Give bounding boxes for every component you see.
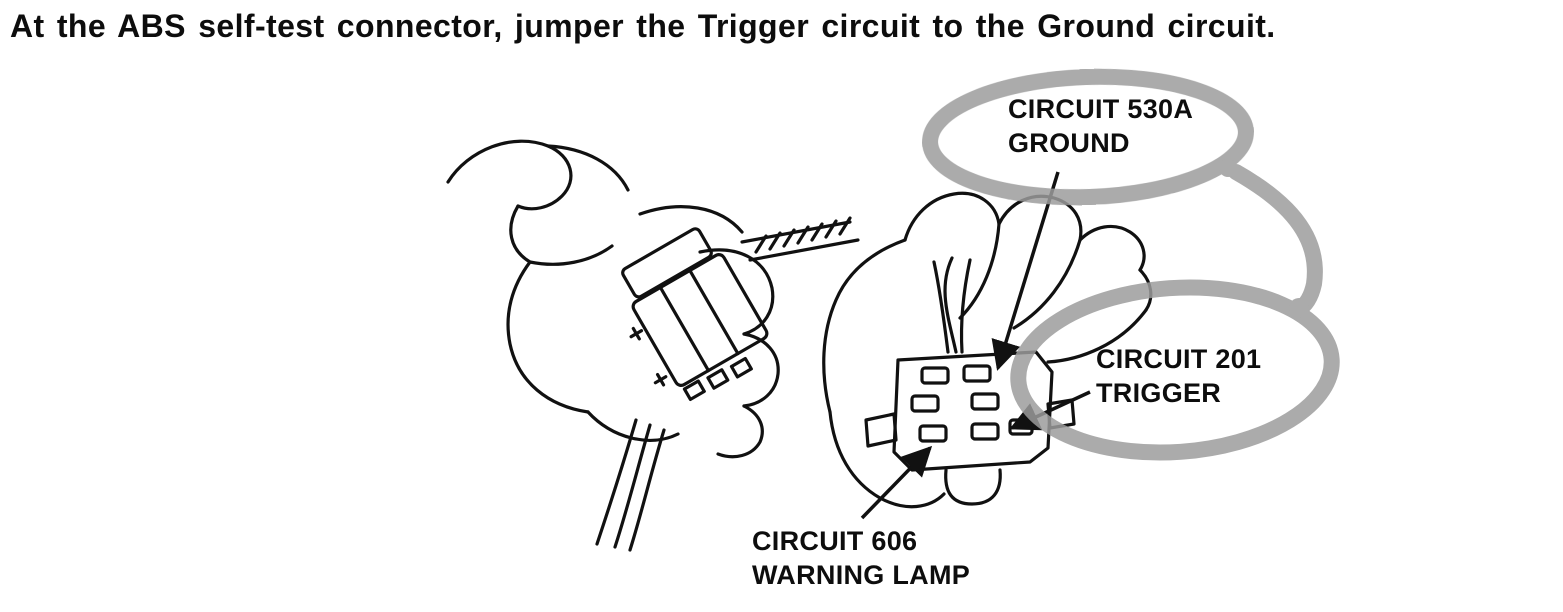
- warning-lamp-label-line1: CIRCUIT 606: [752, 526, 918, 556]
- ground-arrow: [991, 171, 1060, 371]
- instruction-text: At the ABS self-test connector, jumper t…: [10, 8, 1276, 44]
- jumper-connector-body: [621, 227, 769, 402]
- ground-highlight-oval: [922, 68, 1254, 206]
- warning-lamp-label-line2: WARNING LAMP: [752, 560, 971, 590]
- left-hand-connector-art: [446, 139, 860, 552]
- trigger-label: CIRCUIT 201 TRIGGER: [1096, 342, 1261, 410]
- trigger-highlight-oval: [1010, 279, 1340, 461]
- trigger-label-line1: CIRCUIT 201: [1096, 344, 1262, 374]
- ground-label-line2: GROUND: [1008, 128, 1130, 158]
- ground-label-line1: CIRCUIT 530A: [1008, 94, 1194, 124]
- highlight-marker: [922, 68, 1340, 461]
- trigger-arrow: [1009, 390, 1091, 431]
- warning-lamp-arrow: [860, 445, 933, 520]
- warning-lamp-label: CIRCUIT 606 WARNING LAMP: [752, 524, 970, 592]
- callout-arrows: [860, 171, 1091, 520]
- trigger-label-line2: TRIGGER: [1096, 378, 1222, 408]
- ground-label: CIRCUIT 530A GROUND: [1008, 92, 1193, 160]
- highlight-junction-dot-bottom: [1289, 298, 1309, 318]
- highlight-junction-dot-top: [1219, 159, 1237, 177]
